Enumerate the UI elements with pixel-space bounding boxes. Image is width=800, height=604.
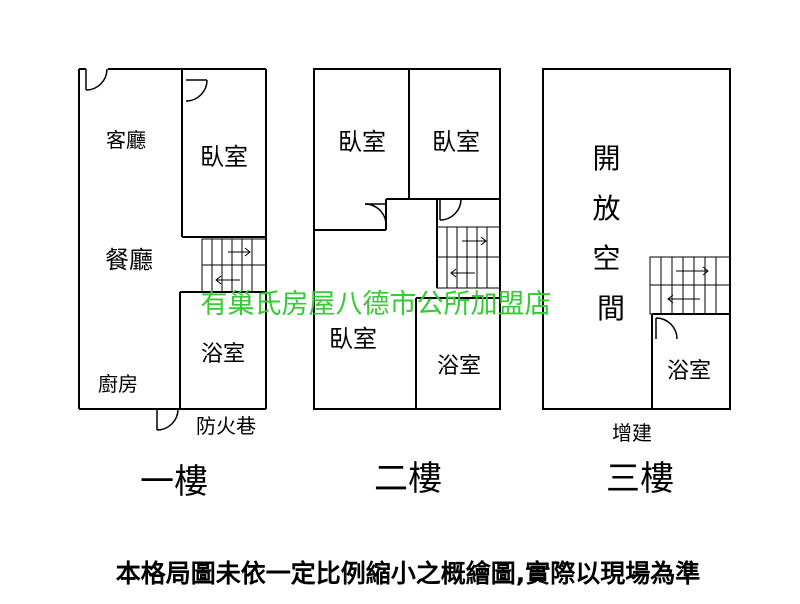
room-label-bath: 浴室	[201, 342, 245, 367]
room-label-dining: 餐廳	[105, 246, 153, 274]
second-floor-stairs	[436, 226, 501, 289]
room-label-bath-2f: 浴室	[437, 354, 481, 379]
room-label-open-space: 開 放 空 間	[593, 142, 630, 325]
floor-label-third: 三樓	[606, 459, 674, 499]
room-label-bedroom-lower: 臥室	[329, 325, 377, 353]
third-floor-stairs	[649, 256, 731, 315]
disclaimer: 本格局圖未依一定比例縮小之概繪圖,實際以現場為準	[116, 559, 701, 588]
extension-label: 增建	[612, 421, 652, 445]
door-icon	[156, 408, 179, 431]
room-label-living: 客廳	[106, 128, 146, 152]
third-floor-plan	[542, 68, 731, 410]
door-icon	[439, 198, 462, 221]
room-label-bedroom: 臥室	[200, 143, 248, 171]
floor-label-second: 二樓	[374, 459, 442, 499]
watermark: 有巢氏房屋八德市公所加盟店	[201, 289, 552, 320]
room-label-kitchen: 廚房	[98, 372, 138, 396]
room-label-bedroom-left: 臥室	[338, 128, 386, 156]
door-icon	[85, 68, 108, 91]
door-icon	[364, 203, 387, 226]
fire-lane-label: 防火巷	[196, 414, 256, 438]
door-icon	[185, 79, 208, 102]
room-label-bedroom-right: 臥室	[432, 128, 480, 156]
room-label-bath-3f: 浴室	[667, 359, 711, 384]
floor-label-first: 一樓	[140, 462, 208, 502]
door-icon	[655, 317, 678, 340]
first-floor-plan	[78, 68, 267, 431]
first-floor-stairs	[201, 238, 267, 293]
second-floor-plan	[313, 68, 501, 410]
